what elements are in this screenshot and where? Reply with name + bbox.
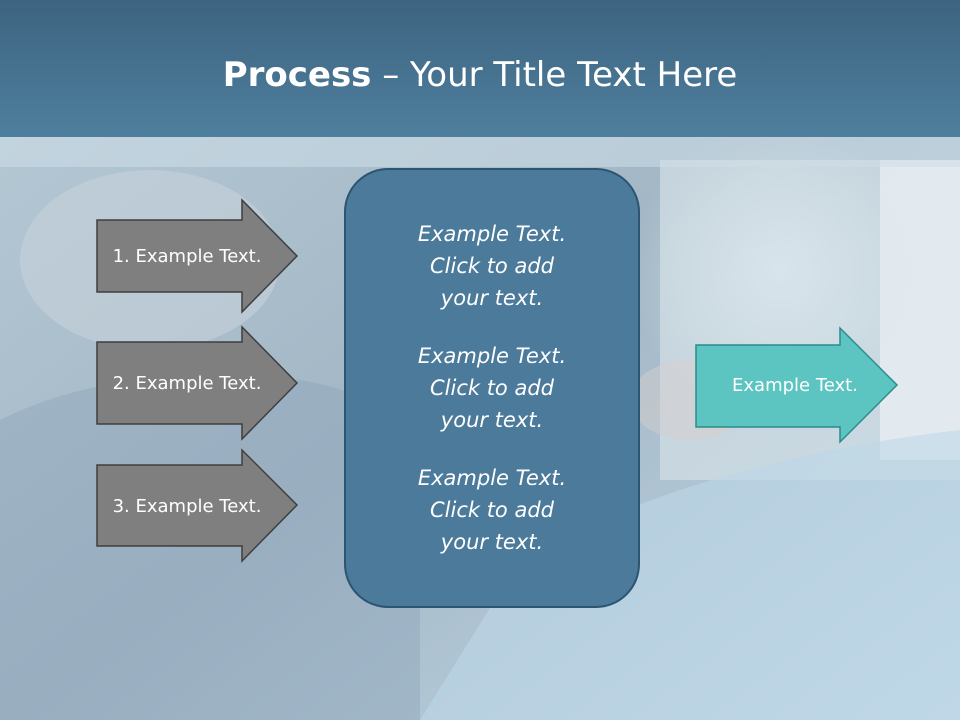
arrow-shape-1 [96, 198, 299, 314]
input-arrow-3: 3. Example Text. [96, 448, 299, 563]
center-text-block-2: Example Text. Click to add your text. [418, 340, 566, 436]
center-text-line: Click to add [429, 498, 554, 522]
center-process-box: Example Text. Click to add your text. Ex… [344, 168, 640, 608]
center-text-line: Click to add [429, 376, 554, 400]
input-arrow-1: 1. Example Text. [96, 198, 299, 314]
center-text-line: Click to add [429, 254, 554, 278]
slide-title: Process – Your Title Text Here [0, 52, 960, 98]
center-text-line: your text. [440, 408, 544, 432]
output-arrow-shape [695, 326, 899, 444]
center-text-block-1: Example Text. Click to add your text. [418, 218, 566, 314]
title-rest-part: – Your Title Text Here [371, 55, 738, 95]
input-arrow-label: 2. Example Text. [112, 372, 262, 394]
title-band-strip [0, 137, 960, 167]
arrow-shape-2 [96, 325, 299, 441]
output-arrow: Example Text. [695, 326, 899, 444]
title-bold-part: Process [222, 55, 372, 95]
output-arrow-label: Example Text. [732, 374, 858, 396]
center-text-block-3: Example Text. Click to add your text. [418, 462, 566, 558]
arrow-shape-3 [96, 448, 299, 563]
center-text-line: your text. [440, 530, 544, 554]
input-arrow-2: 2. Example Text. [96, 325, 299, 441]
center-text-line: your text. [440, 286, 544, 310]
input-arrow-label: 1. Example Text. [112, 245, 262, 267]
center-text-line: Example Text. [417, 466, 567, 490]
title-bar [0, 0, 960, 137]
center-text-line: Example Text. [417, 222, 567, 246]
input-arrow-label: 3. Example Text. [112, 495, 262, 517]
center-text-line: Example Text. [417, 344, 567, 368]
